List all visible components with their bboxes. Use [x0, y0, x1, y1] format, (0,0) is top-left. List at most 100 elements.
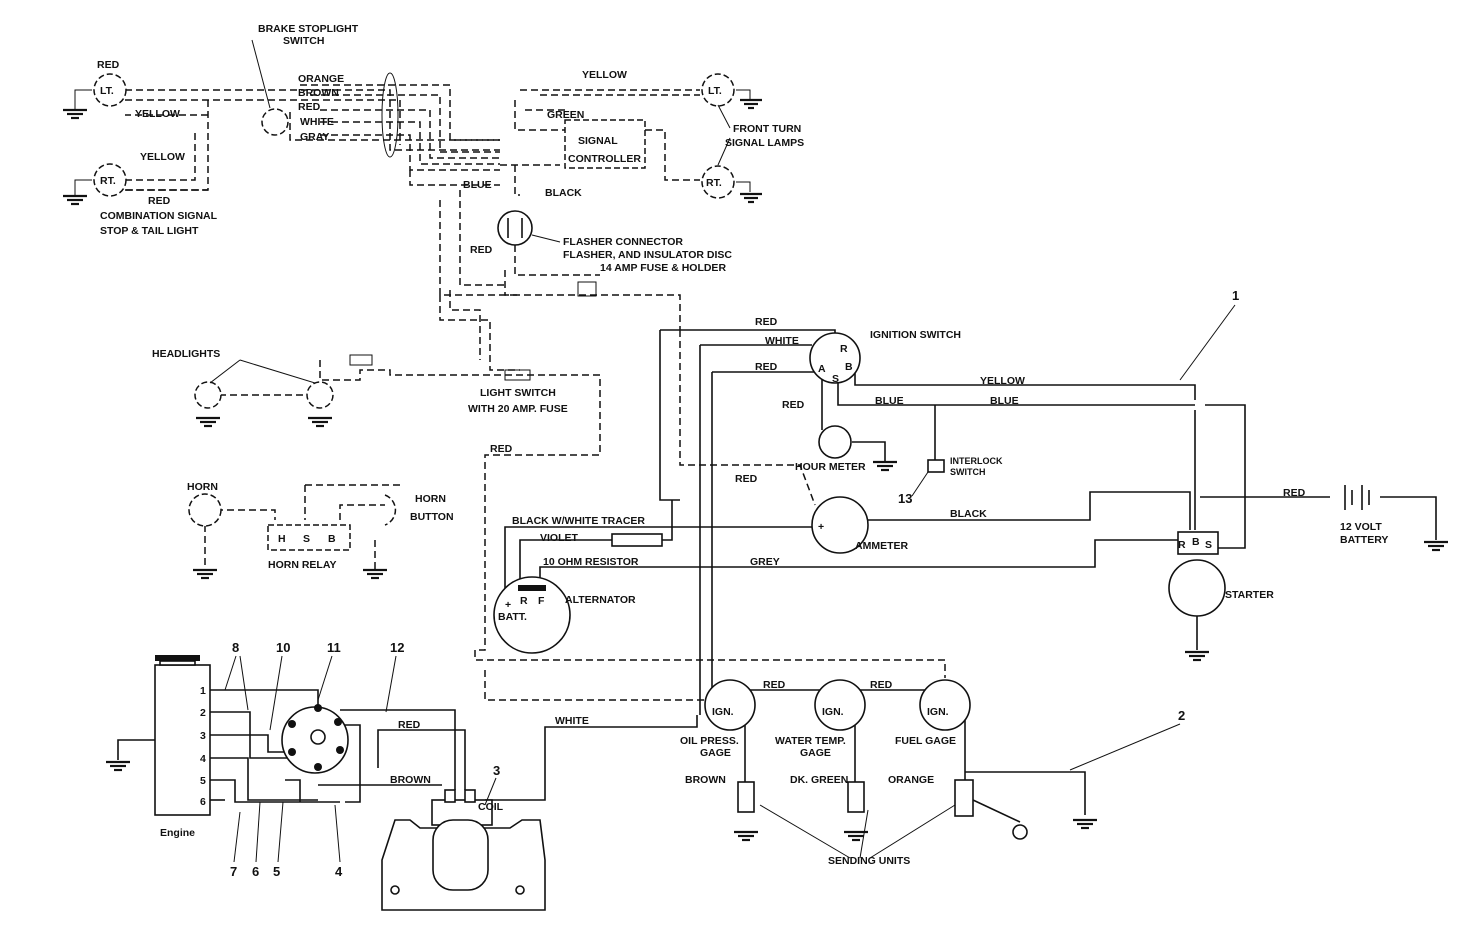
dkgreen-send-label: DK. GREEN: [790, 774, 848, 786]
signal-label-1: SIGNAL: [578, 135, 618, 147]
light-switch: LIGHT SWITCH WITH 20 AMP. FUSE RED: [468, 369, 568, 455]
e4-label: 4: [200, 753, 206, 765]
n1-label: 1: [1232, 288, 1239, 303]
flasher-label-1: FLASHER CONNECTOR: [563, 236, 683, 248]
orange-label: ORANGE: [298, 73, 344, 85]
red-ls-label: RED: [490, 443, 513, 455]
light-switch-label-2: WITH 20 AMP. FUSE: [468, 403, 568, 415]
n2-label: 2: [1178, 708, 1185, 723]
n6-label: 6: [252, 864, 259, 879]
solid-wires: [117, 329, 1437, 815]
water-temp-gage: IGN. WATER TEMP. GAGE: [775, 679, 866, 759]
red-gage-label-1: RED: [763, 679, 786, 691]
n11-label: 11: [327, 640, 341, 655]
blue-flasher-label: BLUE: [463, 179, 492, 191]
black-white-label: BLACK W/WHITE TRACER: [512, 515, 645, 527]
ign-a-label: A: [818, 363, 826, 375]
ammeter-plus: +: [818, 521, 824, 533]
battery-label-2: BATTERY: [1340, 534, 1388, 546]
red-rt-label: RED: [148, 195, 171, 207]
white-ign-label: WHITE: [765, 335, 799, 347]
horn-button-label-1: HORN: [415, 493, 446, 505]
alt-r-label: R: [520, 595, 528, 607]
n12-label: 12: [390, 640, 404, 655]
blue-2-label: BLUE: [990, 395, 1019, 407]
front-turn-label-2: SIGNAL LAMPS: [725, 137, 804, 149]
signal-controller: SIGNAL CONTROLLER YELLOW GREEN: [547, 69, 646, 169]
ign-switch-label: IGNITION SWITCH: [870, 329, 961, 341]
starter-b-label: B: [1192, 536, 1200, 548]
horn: HORN: [187, 481, 222, 580]
hour-meter: RED HOUR METER: [782, 399, 897, 473]
n10-label: 10: [276, 640, 290, 655]
front-lt-lamp: LT.: [701, 73, 762, 110]
ignition-switch: R A B S IGNITION SWITCH RED WHITE RED YE…: [755, 316, 1025, 407]
combo-label-1: COMBINATION SIGNAL: [100, 210, 218, 222]
alt-f-label: F: [538, 595, 545, 607]
interlock-label-2: SWITCH: [950, 467, 986, 477]
red-batt-label: RED: [1283, 487, 1306, 499]
rear-rt-lamp: RT. YELLOW RED COMBINATION SIGNAL STOP &…: [63, 151, 218, 237]
bundle-labels: ORANGE BROWN RED WHITE GRAY: [298, 72, 399, 158]
callout-numbers: 1 2 3 4 5 6 7 8 10 11 12 13: [224, 288, 1239, 879]
alternator-label: ALTERNATOR: [565, 594, 636, 606]
brake-switch-label-2: SWITCH: [283, 35, 324, 47]
water-label-2: GAGE: [800, 747, 831, 759]
horn-button-label-2: BUTTON: [410, 511, 454, 523]
e3-label: 3: [200, 730, 206, 742]
blue-1-label: BLUE: [875, 395, 904, 407]
n8-label: 8: [232, 640, 239, 655]
red-lt-label: RED: [97, 59, 120, 71]
lt-label-right: LT.: [708, 85, 722, 97]
black-amm-label: BLACK: [950, 508, 987, 520]
red-ign-top-label: RED: [755, 316, 778, 328]
front-turn-label-1: FRONT TURN: [733, 123, 801, 135]
e1-label: 1: [200, 685, 206, 697]
oil-label-1: OIL PRESS.: [680, 735, 739, 747]
relay-s-label: S: [303, 533, 310, 545]
alt-batt-label: BATT.: [498, 611, 527, 623]
green-label: GREEN: [547, 109, 584, 121]
rear-lt-lamp: LT. RED YELLOW: [63, 59, 180, 120]
white-coil-label: WHITE: [555, 715, 589, 727]
red-bundle-label: RED: [298, 101, 321, 113]
horn-relay-label: HORN RELAY: [268, 559, 336, 571]
yellow-left-label-1: YELLOW: [135, 108, 180, 120]
flasher: BLUE BLACK FLASHER CONNECTOR FLASHER, AN…: [463, 179, 732, 297]
sending-label: SENDING UNITS: [828, 855, 910, 867]
battery-label-1: 12 VOLT: [1340, 521, 1382, 533]
yellow-left-label-2: YELLOW: [140, 151, 185, 163]
alt-plus: +: [505, 599, 511, 611]
water-label-1: WATER TEMP.: [775, 735, 846, 747]
e2-label: 2: [200, 707, 206, 719]
n5-label: 5: [273, 864, 280, 879]
hour-meter-label: HOUR METER: [795, 461, 866, 473]
interlock-label-1: INTERLOCK: [950, 456, 1003, 466]
flasher-label-2: FLASHER, AND INSULATOR DISC: [563, 249, 732, 261]
horn-button: HORN BUTTON: [363, 493, 454, 580]
ign-s-label: S: [832, 373, 839, 385]
dashed-wires: [125, 84, 946, 701]
e5-label: 5: [200, 775, 206, 787]
distributor: [281, 704, 349, 774]
orange-send-label: ORANGE: [888, 774, 934, 786]
ign-g2-label: IGN.: [822, 706, 844, 718]
starter-s-label: S: [1205, 539, 1212, 551]
coil: COIL WHITE RED BROWN: [381, 715, 589, 911]
ign-b-label: B: [845, 361, 853, 373]
gray-bundle-label: GRAY: [300, 131, 329, 143]
n3-label: 3: [493, 763, 500, 778]
e6-label: 6: [200, 796, 206, 808]
ign-g1-label: IGN.: [712, 706, 734, 718]
ammeter: + AMMETER RED BLACK: [735, 473, 987, 554]
violet-label: VIOLET: [540, 532, 579, 544]
headlights-label: HEADLIGHTS: [152, 348, 220, 360]
horn-relay: H S B HORN RELAY: [267, 524, 351, 571]
fuel-gage: IGN. FUEL GAGE: [895, 679, 971, 747]
signal-label-2: CONTROLLER: [568, 153, 641, 165]
grey-label: GREY: [750, 556, 780, 568]
brake-switch-label-1: BRAKE STOPLIGHT: [258, 23, 359, 35]
relay-h-label: H: [278, 533, 286, 545]
red-hour-label: RED: [782, 399, 805, 411]
